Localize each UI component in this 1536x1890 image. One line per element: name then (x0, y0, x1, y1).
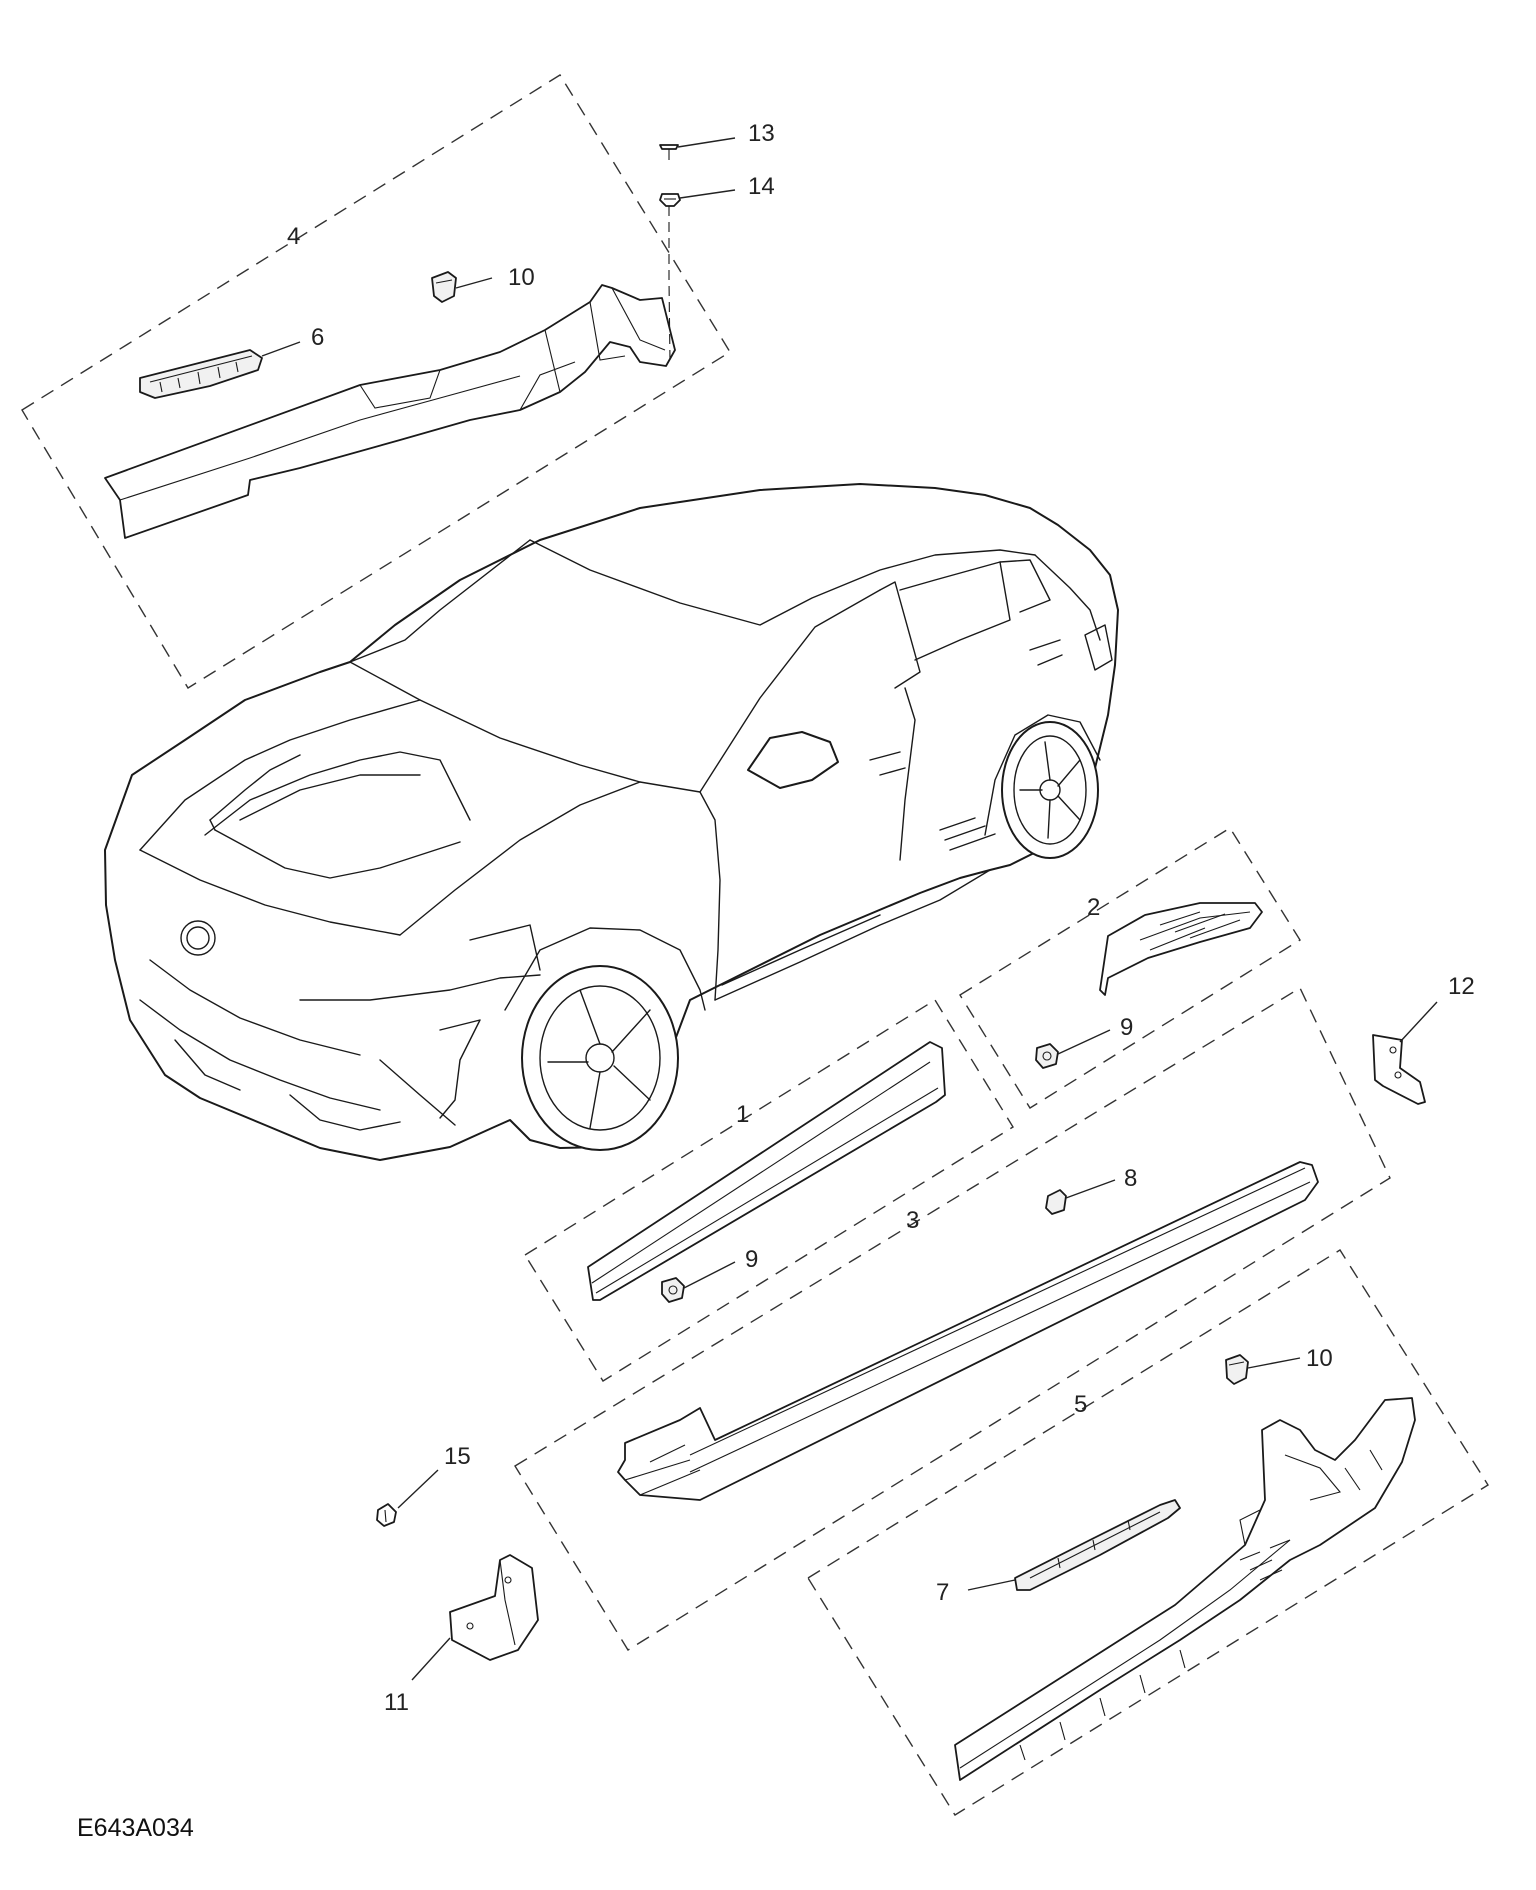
vehicle-illustration (104, 483, 1119, 1161)
callout-8: 8 (1124, 1165, 1137, 1192)
callout-6: 6 (311, 324, 324, 351)
group-box-5 (807, 1249, 1489, 1816)
leader-7 (967, 1579, 1016, 1591)
leader-13 (677, 137, 736, 148)
drawing-code: E643A034 (77, 1814, 194, 1842)
part-8-nut (1045, 1189, 1067, 1215)
part-10-clip-lower (1225, 1354, 1249, 1385)
part-5-wheel-arch-trim (954, 1397, 1416, 1781)
part-3-side-sill (617, 1161, 1319, 1501)
callout-11: 11 (384, 1689, 409, 1716)
part-11-mudflap (449, 1554, 539, 1661)
callout-2: 2 (1087, 894, 1100, 921)
part-12-bracket (1372, 1034, 1426, 1105)
leader-10-upper (455, 277, 493, 289)
leader-8 (1065, 1179, 1116, 1199)
leader-11 (411, 1637, 451, 1681)
part-15-screw (376, 1503, 397, 1527)
part-7-bracket (1014, 1499, 1181, 1591)
group-box-1 (524, 999, 1014, 1382)
group-box-3 (514, 986, 1391, 1651)
part-14-clip-nut (659, 193, 681, 207)
callout-14: 14 (748, 173, 775, 200)
assembly-line-13-14 (668, 206, 671, 363)
leader-14 (679, 189, 736, 199)
part-10-clip-upper (431, 271, 457, 303)
callout-7: 7 (936, 1579, 949, 1606)
leader-9-lower (683, 1261, 736, 1289)
callout-13: 13 (748, 120, 775, 147)
callout-10-upper: 10 (508, 264, 535, 291)
callout-15: 15 (444, 1443, 471, 1470)
callout-3: 3 (906, 1207, 919, 1234)
leader-9-upper (1057, 1029, 1111, 1055)
leader-15 (397, 1469, 439, 1509)
part-1-door-moulding (587, 1041, 946, 1301)
part-4-sill-trim (104, 284, 676, 539)
callout-9-upper: 9 (1120, 1014, 1133, 1041)
group-box-4 (21, 74, 731, 689)
callout-12: 12 (1448, 973, 1475, 1000)
callout-4: 4 (287, 223, 300, 250)
badge-icon (180, 920, 216, 956)
callout-1: 1 (736, 1101, 749, 1128)
callout-10-lower: 10 (1306, 1345, 1333, 1372)
part-6-trim-bracket (139, 349, 263, 399)
leader-6 (261, 341, 301, 357)
group-box-2 (959, 827, 1301, 1109)
leader-12 (1399, 1001, 1438, 1043)
callout-9-lower: 9 (745, 1246, 758, 1273)
part-2-rear-garnish (1099, 902, 1263, 996)
callout-5: 5 (1074, 1391, 1087, 1418)
part-13-screw (659, 144, 679, 160)
part-9-nut-lower (661, 1277, 685, 1303)
part-9-nut-upper (1035, 1043, 1059, 1069)
leader-10-lower (1247, 1357, 1301, 1369)
